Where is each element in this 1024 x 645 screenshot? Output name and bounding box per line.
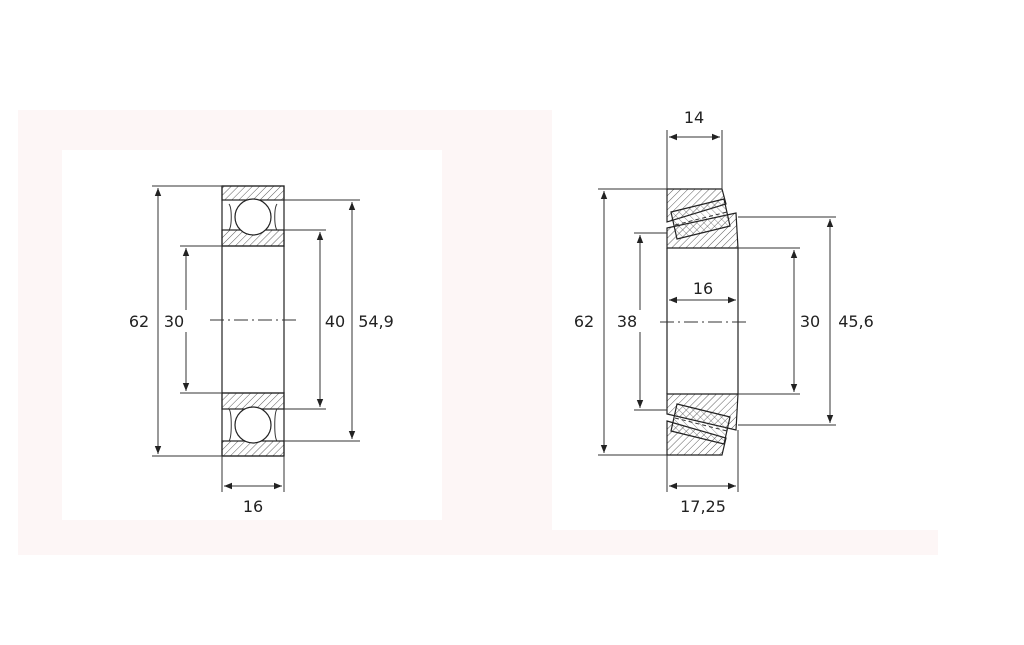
roller-axis-top [674, 211, 728, 226]
tapered-roller-bearing-view: 14 62 38 16 30 45,6 17,25 [570, 108, 874, 516]
dim-label-cup-shoulder: 38 [617, 312, 637, 331]
dim-label-width: 16 [243, 497, 263, 516]
ball-top [234, 198, 272, 236]
dim-label-bore: 30 [164, 312, 184, 331]
ball-bearing-view: 62 30 40 54,9 16 [125, 185, 394, 516]
seal-top [228, 203, 278, 231]
section-outline-top [221, 185, 285, 247]
dim-label-total-width: 17,25 [680, 497, 726, 516]
dim-label-cone-shoulder: 45,6 [838, 312, 874, 331]
dim-label-outer-diameter: 62 [129, 312, 149, 331]
ball-bottom [234, 406, 272, 444]
roller-bottom [670, 403, 731, 445]
dim-label-outer-shoulder: 54,9 [358, 312, 394, 331]
seal-bottom [228, 408, 278, 442]
roller-axis-bottom [674, 417, 728, 432]
background-panel-right [552, 110, 938, 530]
section-outline-bottom [221, 392, 285, 457]
dim-label-cone-width: 16 [693, 279, 713, 298]
dim-label-bore: 30 [800, 312, 820, 331]
outer-ring-top [221, 185, 285, 201]
dim-label-inner-shoulder: 40 [325, 312, 345, 331]
ball-bearing-bottom-section [221, 392, 285, 457]
roller-top [670, 198, 731, 240]
ball-bearing-top-section [221, 185, 285, 247]
tapered-bearing-top-section [666, 188, 739, 249]
tapered-bearing-bottom-section [666, 393, 739, 456]
dim-label-outer-diameter: 62 [574, 312, 594, 331]
dim-label-cup-width: 14 [684, 108, 704, 127]
